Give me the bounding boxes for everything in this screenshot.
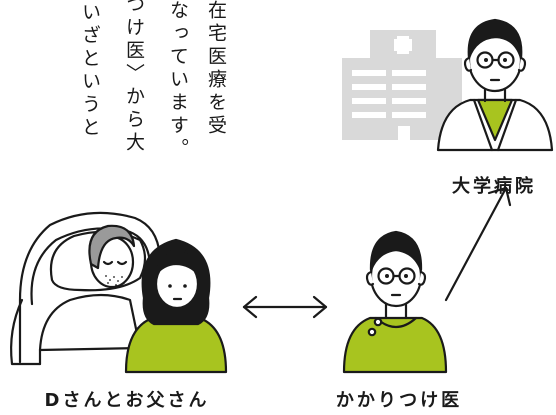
doctor-label: かかりつけ医 (335, 390, 463, 411)
hospital-doctor-figure (436, 18, 554, 152)
text-column-1: 在宅医療を受 (205, 0, 227, 138)
diagonal-arrow-icon (444, 186, 512, 302)
bidirectional-arrow-icon (242, 295, 328, 319)
father-in-bed-figure (10, 211, 162, 366)
family-label: Dさんとお父さん (44, 390, 210, 411)
hospital-label: 大学病院 (452, 176, 536, 197)
text-column-3: つけ医〉から大 (123, 0, 145, 155)
hospital-building-icon (342, 30, 462, 140)
family-doctor-figure (342, 230, 448, 374)
text-column-2: なっています。 (167, 0, 189, 161)
text-column-4: いざというと (79, 2, 101, 140)
d-san-figure (124, 238, 228, 374)
